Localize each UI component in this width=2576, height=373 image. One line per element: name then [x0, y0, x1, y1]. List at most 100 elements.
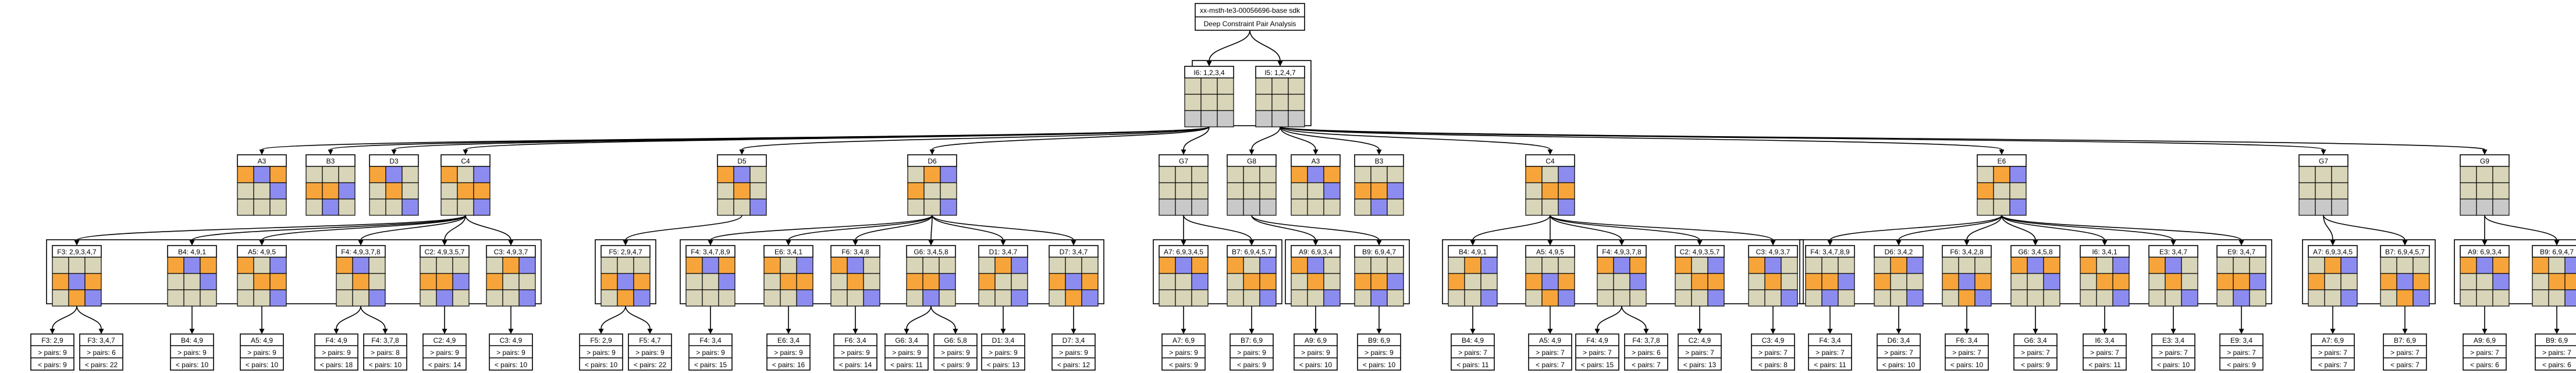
- grid-cell: [1081, 257, 1099, 274]
- grid-cell: [1227, 273, 1244, 290]
- grid-cell: [401, 198, 419, 216]
- grid-cell: [1291, 166, 1308, 183]
- grid-cell: [2043, 257, 2060, 274]
- leaf-label: G6: 3,4: [895, 336, 918, 344]
- grid-cell: [436, 289, 453, 307]
- leaf-cpairs: < pairs: 14: [428, 361, 461, 369]
- grid-cell: [2412, 289, 2430, 307]
- grid-cell: [780, 273, 797, 290]
- tree-edge: [1183, 126, 1210, 150]
- tree-edge: [1251, 126, 1281, 150]
- edge-arrowhead: [382, 329, 388, 334]
- grid-cell: [2340, 273, 2358, 290]
- grid-node: G6: 3,4,5,8: [2010, 245, 2060, 307]
- grid-cell: [1288, 110, 1305, 127]
- grid-cell: [269, 273, 287, 290]
- node-label: E6: 3,4,1: [774, 248, 802, 256]
- grid-cell: [1323, 166, 1341, 183]
- grid-cell: [685, 289, 703, 307]
- edge-arrowhead: [2033, 240, 2038, 246]
- grid-cell: [305, 198, 323, 216]
- leaf-cpairs: < pairs: 13: [987, 361, 1020, 369]
- grid-cell: [1691, 289, 1708, 307]
- tree-edge: [2484, 215, 2557, 241]
- grid-cell: [2564, 257, 2576, 274]
- leaf-label: A5: 4,9: [1539, 336, 1561, 344]
- leaf-pairs: > pairs: 7: [1758, 349, 1788, 357]
- grid-node: E6: 3,4,1: [763, 245, 813, 307]
- pair-cluster: [1285, 239, 1410, 304]
- grid-cell: [2216, 273, 2234, 290]
- leaf-cpairs: < pairs: 10: [2157, 361, 2190, 369]
- grid-cell: [385, 166, 403, 183]
- edge-arrowhead: [1071, 329, 1076, 334]
- edge-arrowhead: [2330, 329, 2336, 334]
- grid-cell: [457, 182, 474, 200]
- leaf-cpairs: < pairs: 7: [1536, 361, 1565, 369]
- grid-cell: [733, 182, 751, 200]
- grid-cell: [1448, 289, 1465, 307]
- grid-cell: [2476, 257, 2493, 274]
- grid-cell: [253, 273, 271, 290]
- grid-cell: [1291, 198, 1308, 216]
- grid-cell: [2492, 166, 2510, 183]
- leaf-cpairs: < pairs: 9: [2227, 361, 2256, 369]
- leaf-label: E6: 3,4: [777, 336, 800, 344]
- grid-cell: [1291, 273, 1308, 290]
- grid-cell: [1370, 273, 1388, 290]
- grid-cell: [1288, 94, 1305, 111]
- node-label: F5: 2,9,4,7: [609, 248, 642, 256]
- edge-arrowhead: [1376, 329, 1382, 334]
- node-label: F6: 3,4,2,8: [1950, 248, 1984, 256]
- node-label: G7: [1179, 157, 1188, 165]
- leaf-node: B4: 4,9> pairs: 9< pairs: 10: [170, 333, 214, 371]
- grid-cell: [796, 273, 813, 290]
- grid-cell: [1291, 257, 1308, 274]
- leaf-cpairs: < pairs: 10: [495, 361, 528, 369]
- leaf-node: B9: 6,9> pairs: 7< pairs: 6: [2535, 333, 2576, 371]
- leaf-node: E6: 3,4> pairs: 9< pairs: 16: [766, 333, 811, 371]
- leaf-pairs: > pairs: 6: [1632, 349, 1661, 357]
- grid-cell: [237, 273, 254, 290]
- edge-arrowhead: [508, 329, 514, 334]
- leaf-pairs: > pairs: 6: [87, 349, 116, 357]
- leaf-label: F4: 3,4: [1819, 336, 1841, 344]
- edge-arrowhead: [1896, 240, 1902, 246]
- grid-cell: [2331, 166, 2348, 183]
- edge-arrowhead: [708, 329, 713, 334]
- edge-arrowhead: [708, 240, 713, 246]
- grid-cell: [733, 198, 751, 216]
- grid-cell: [1217, 94, 1234, 111]
- grid-cell: [1255, 77, 1273, 95]
- grid-cell: [978, 273, 996, 290]
- grid-cell: [2009, 182, 2027, 200]
- grid-cell: [183, 289, 201, 307]
- grid-cell: [2324, 273, 2342, 290]
- edge-arrowhead: [1249, 150, 1255, 155]
- leaf-label: A7: 6,9: [2322, 336, 2344, 344]
- grid-cell: [1781, 257, 1798, 274]
- grid-node: D7: 3,4,7: [1049, 245, 1099, 307]
- grid-cell: [2380, 273, 2397, 290]
- grid-cell: [2492, 182, 2510, 200]
- grid-cell: [1629, 289, 1647, 307]
- node-label: G7: [2319, 157, 2328, 165]
- edge-arrowhead: [1547, 150, 1553, 155]
- grid-cell: [922, 289, 940, 307]
- grid-cell: [420, 273, 437, 290]
- grid-cell: [617, 273, 634, 290]
- leaf-pairs: > pairs: 9: [587, 349, 616, 357]
- grid-cell: [2010, 273, 2028, 290]
- grid-cell: [1890, 257, 1907, 274]
- grid-cell: [2476, 198, 2493, 216]
- tree-edge: [1621, 305, 1647, 329]
- leaf-node: E3: 3,4> pairs: 7< pairs: 10: [2151, 333, 2195, 371]
- grid-cell: [1942, 273, 1959, 290]
- grid-cell: [1217, 110, 1234, 127]
- grid-cell: [2340, 257, 2358, 274]
- grid-cell: [1184, 94, 1202, 111]
- grid-cell: [52, 289, 69, 307]
- grid-cell: [2181, 273, 2198, 290]
- leaf-node: F4: 3,7,8> pairs: 8< pairs: 10: [363, 333, 407, 371]
- node-label: A9: 6,9,3,4: [2468, 248, 2502, 256]
